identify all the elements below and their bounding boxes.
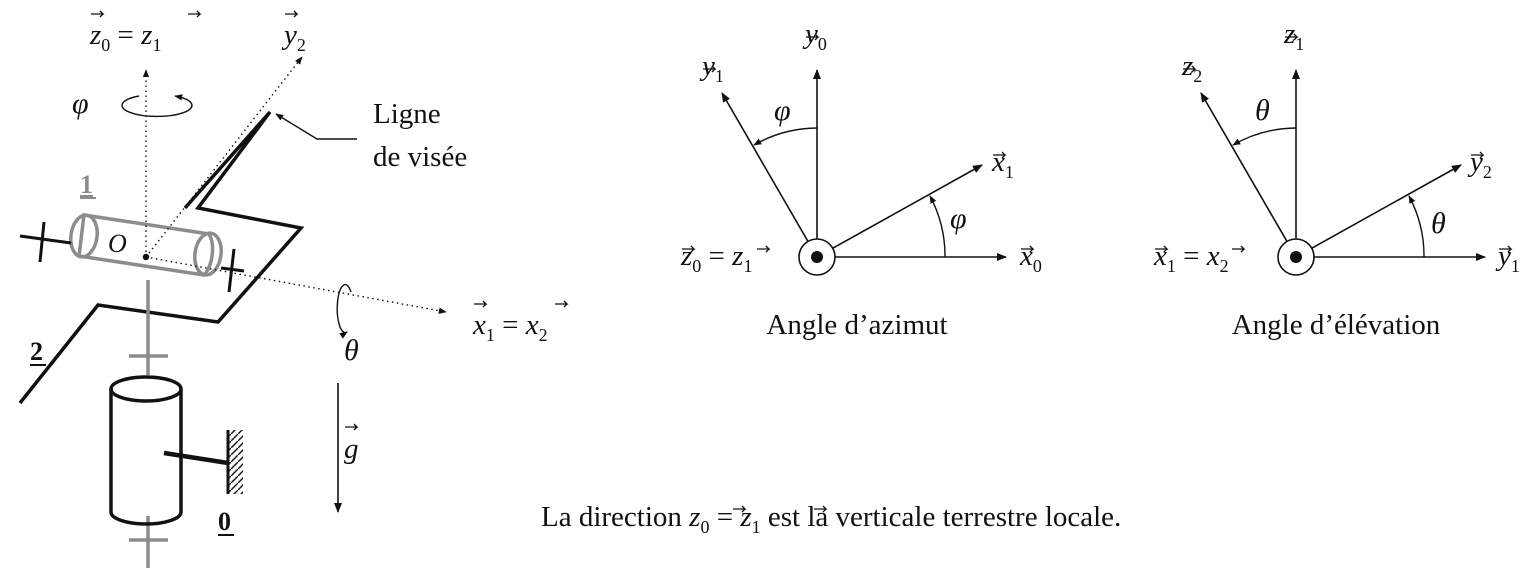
y1-vector — [721, 92, 818, 258]
elevation-diagram: z2 z1 y2 y1 x1 = x2 θ θ Angle d’élévatio… — [1153, 18, 1520, 341]
theta-label: θ — [344, 334, 359, 367]
shaft-stop-left — [38, 221, 46, 263]
elevation-y1-label: y1 — [1495, 240, 1520, 276]
gravity-label: g — [344, 433, 359, 465]
elevation-y2-label: y2 — [1467, 146, 1492, 182]
sight-line-pointer — [275, 113, 357, 140]
elevation-caption: Angle d’élévation — [1232, 309, 1441, 341]
horizontal-shaft — [19, 234, 72, 245]
theta-rotation-arrow — [336, 283, 352, 339]
azimuth-y0-label: y0 — [802, 18, 827, 54]
phi-arc-top — [753, 127, 818, 146]
x-axis-dotted — [145, 256, 447, 314]
y2-vector — [1295, 164, 1462, 258]
part0-label: 0 — [218, 507, 231, 536]
x1-x2-axis-label: x1 = x2 — [472, 309, 548, 345]
elevation-theta-top-label: θ — [1255, 94, 1270, 127]
x1-vector — [816, 164, 983, 258]
vector-bars-left — [91, 10, 569, 431]
phi-arc-right — [929, 195, 946, 258]
mechanism: z0 = z1 y2 x1 = x2 φ θ O Ligne de visée … — [18, 10, 569, 568]
origin-point — [142, 253, 150, 261]
azimuth-phi-top-label: φ — [774, 94, 791, 127]
z2-vector — [1200, 92, 1297, 258]
phi-rotation-arrow — [121, 94, 193, 118]
phi-label: φ — [72, 87, 89, 120]
sight-axis-dotted — [145, 56, 303, 258]
ground-link — [163, 450, 229, 466]
part1-cylinder — [69, 212, 223, 277]
note-text: La direction z0 = z1 est la verticale te… — [541, 501, 1121, 537]
theta-arc-top — [1232, 127, 1297, 146]
azimuth-x0-label: x0 — [1019, 240, 1042, 276]
z0-z1-axis-label: z0 = z1 — [89, 19, 161, 55]
elevation-z2-label: z2 — [1181, 50, 1202, 86]
y2-axis-label: y2 — [281, 19, 306, 55]
theta-arc-right — [1408, 195, 1425, 258]
origin-label: O — [108, 229, 127, 258]
azimuth-y1-label: y1 — [699, 50, 724, 86]
azimuth-caption: Angle d’azimut — [766, 309, 947, 341]
base-cylinder — [109, 375, 183, 526]
azimuth-normal-label: z0 = z1 — [680, 240, 752, 276]
note: La direction z0 = z1 est la verticale te… — [541, 501, 1121, 537]
sight-line-label-1: Ligne — [373, 98, 441, 130]
azimuth-x1-label: x1 — [991, 146, 1014, 182]
azimuth-phi-right-label: φ — [950, 202, 967, 235]
part1-label: 1 — [80, 170, 93, 199]
sight-line-label-2: de visée — [373, 141, 467, 173]
elevation-theta-right-label: θ — [1431, 207, 1446, 240]
part2-plate — [18, 110, 305, 405]
azimuth-diagram: y1 y0 x1 x0 z0 = z1 φ φ Angle d’azimut — [680, 18, 1042, 341]
elevation-normal-label: x1 = x2 — [1153, 240, 1229, 276]
normal-axis-dot — [1290, 251, 1302, 263]
ground-hatching — [229, 430, 243, 494]
normal-axis-dot — [811, 251, 823, 263]
part2-label: 2 — [30, 337, 43, 366]
elevation-z1-label: z1 — [1283, 18, 1304, 54]
